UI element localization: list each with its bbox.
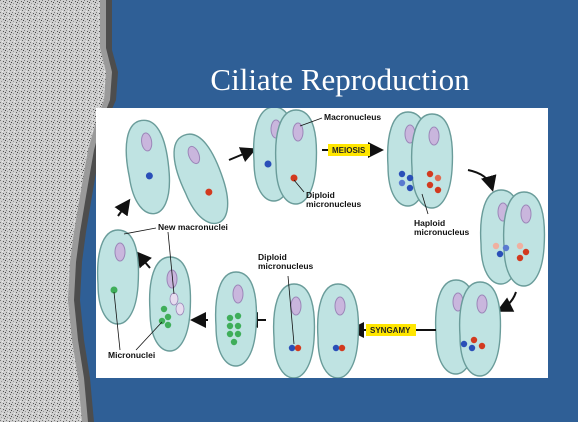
conjugating-pair-4 bbox=[436, 280, 501, 376]
cell-2 bbox=[165, 128, 238, 230]
slide-title: Ciliate Reproduction bbox=[120, 62, 560, 98]
label-new-macronuclei: New macronuclei bbox=[158, 222, 228, 232]
cell-new-macronuclei bbox=[150, 257, 191, 351]
label-micronuclei: Micronuclei bbox=[108, 350, 155, 360]
cell-final bbox=[98, 230, 139, 324]
conjugating-pair-2 bbox=[388, 112, 453, 208]
stage-meiosis: MEIOSIS bbox=[332, 146, 366, 155]
conjugating-pair-5 bbox=[274, 284, 359, 378]
conjugating-pair-3 bbox=[481, 190, 545, 286]
cell-1 bbox=[121, 118, 175, 217]
cell-green-nuclei bbox=[216, 272, 257, 366]
stage-syngamy: SYNGAMY bbox=[370, 326, 411, 335]
label-macronucleus: Macronucleus bbox=[324, 112, 381, 122]
